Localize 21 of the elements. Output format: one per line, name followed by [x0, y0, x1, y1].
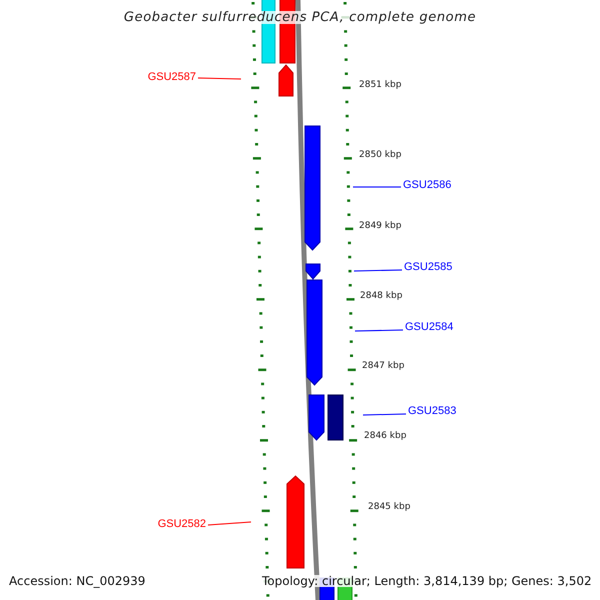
scale-label: 2849 kbp [359, 222, 402, 231]
leader-line [354, 270, 402, 272]
scale-label: 2846 kbp [364, 432, 406, 441]
info-text: Topology: circular; Length: 3,814,139 bp; Genes: 3,502 [262, 575, 592, 587]
leader-line [352, 186, 402, 188]
leader-line [198, 78, 242, 80]
scale-label: 2851 kbp [359, 81, 402, 90]
gene-label: GSU2583 [408, 406, 456, 417]
gene-label: GSU2585 [404, 262, 452, 273]
info-text: Accession: NC_002939 [9, 575, 146, 587]
leader-line [362, 414, 406, 416]
scale-label: 2848 kbp [360, 292, 402, 301]
leader-line [354, 330, 404, 332]
leader-line [208, 522, 252, 526]
scale-label: 2847 kbp [362, 362, 404, 371]
scale-label: 2850 kbp [359, 151, 402, 160]
gene-label: GSU2582 [158, 519, 206, 530]
scale-label: 2845 kbp [368, 503, 410, 512]
gene-label: GSU2584 [405, 322, 454, 333]
gene-label: GSU2587 [148, 72, 196, 83]
gene-label: GSU2586 [403, 180, 452, 191]
